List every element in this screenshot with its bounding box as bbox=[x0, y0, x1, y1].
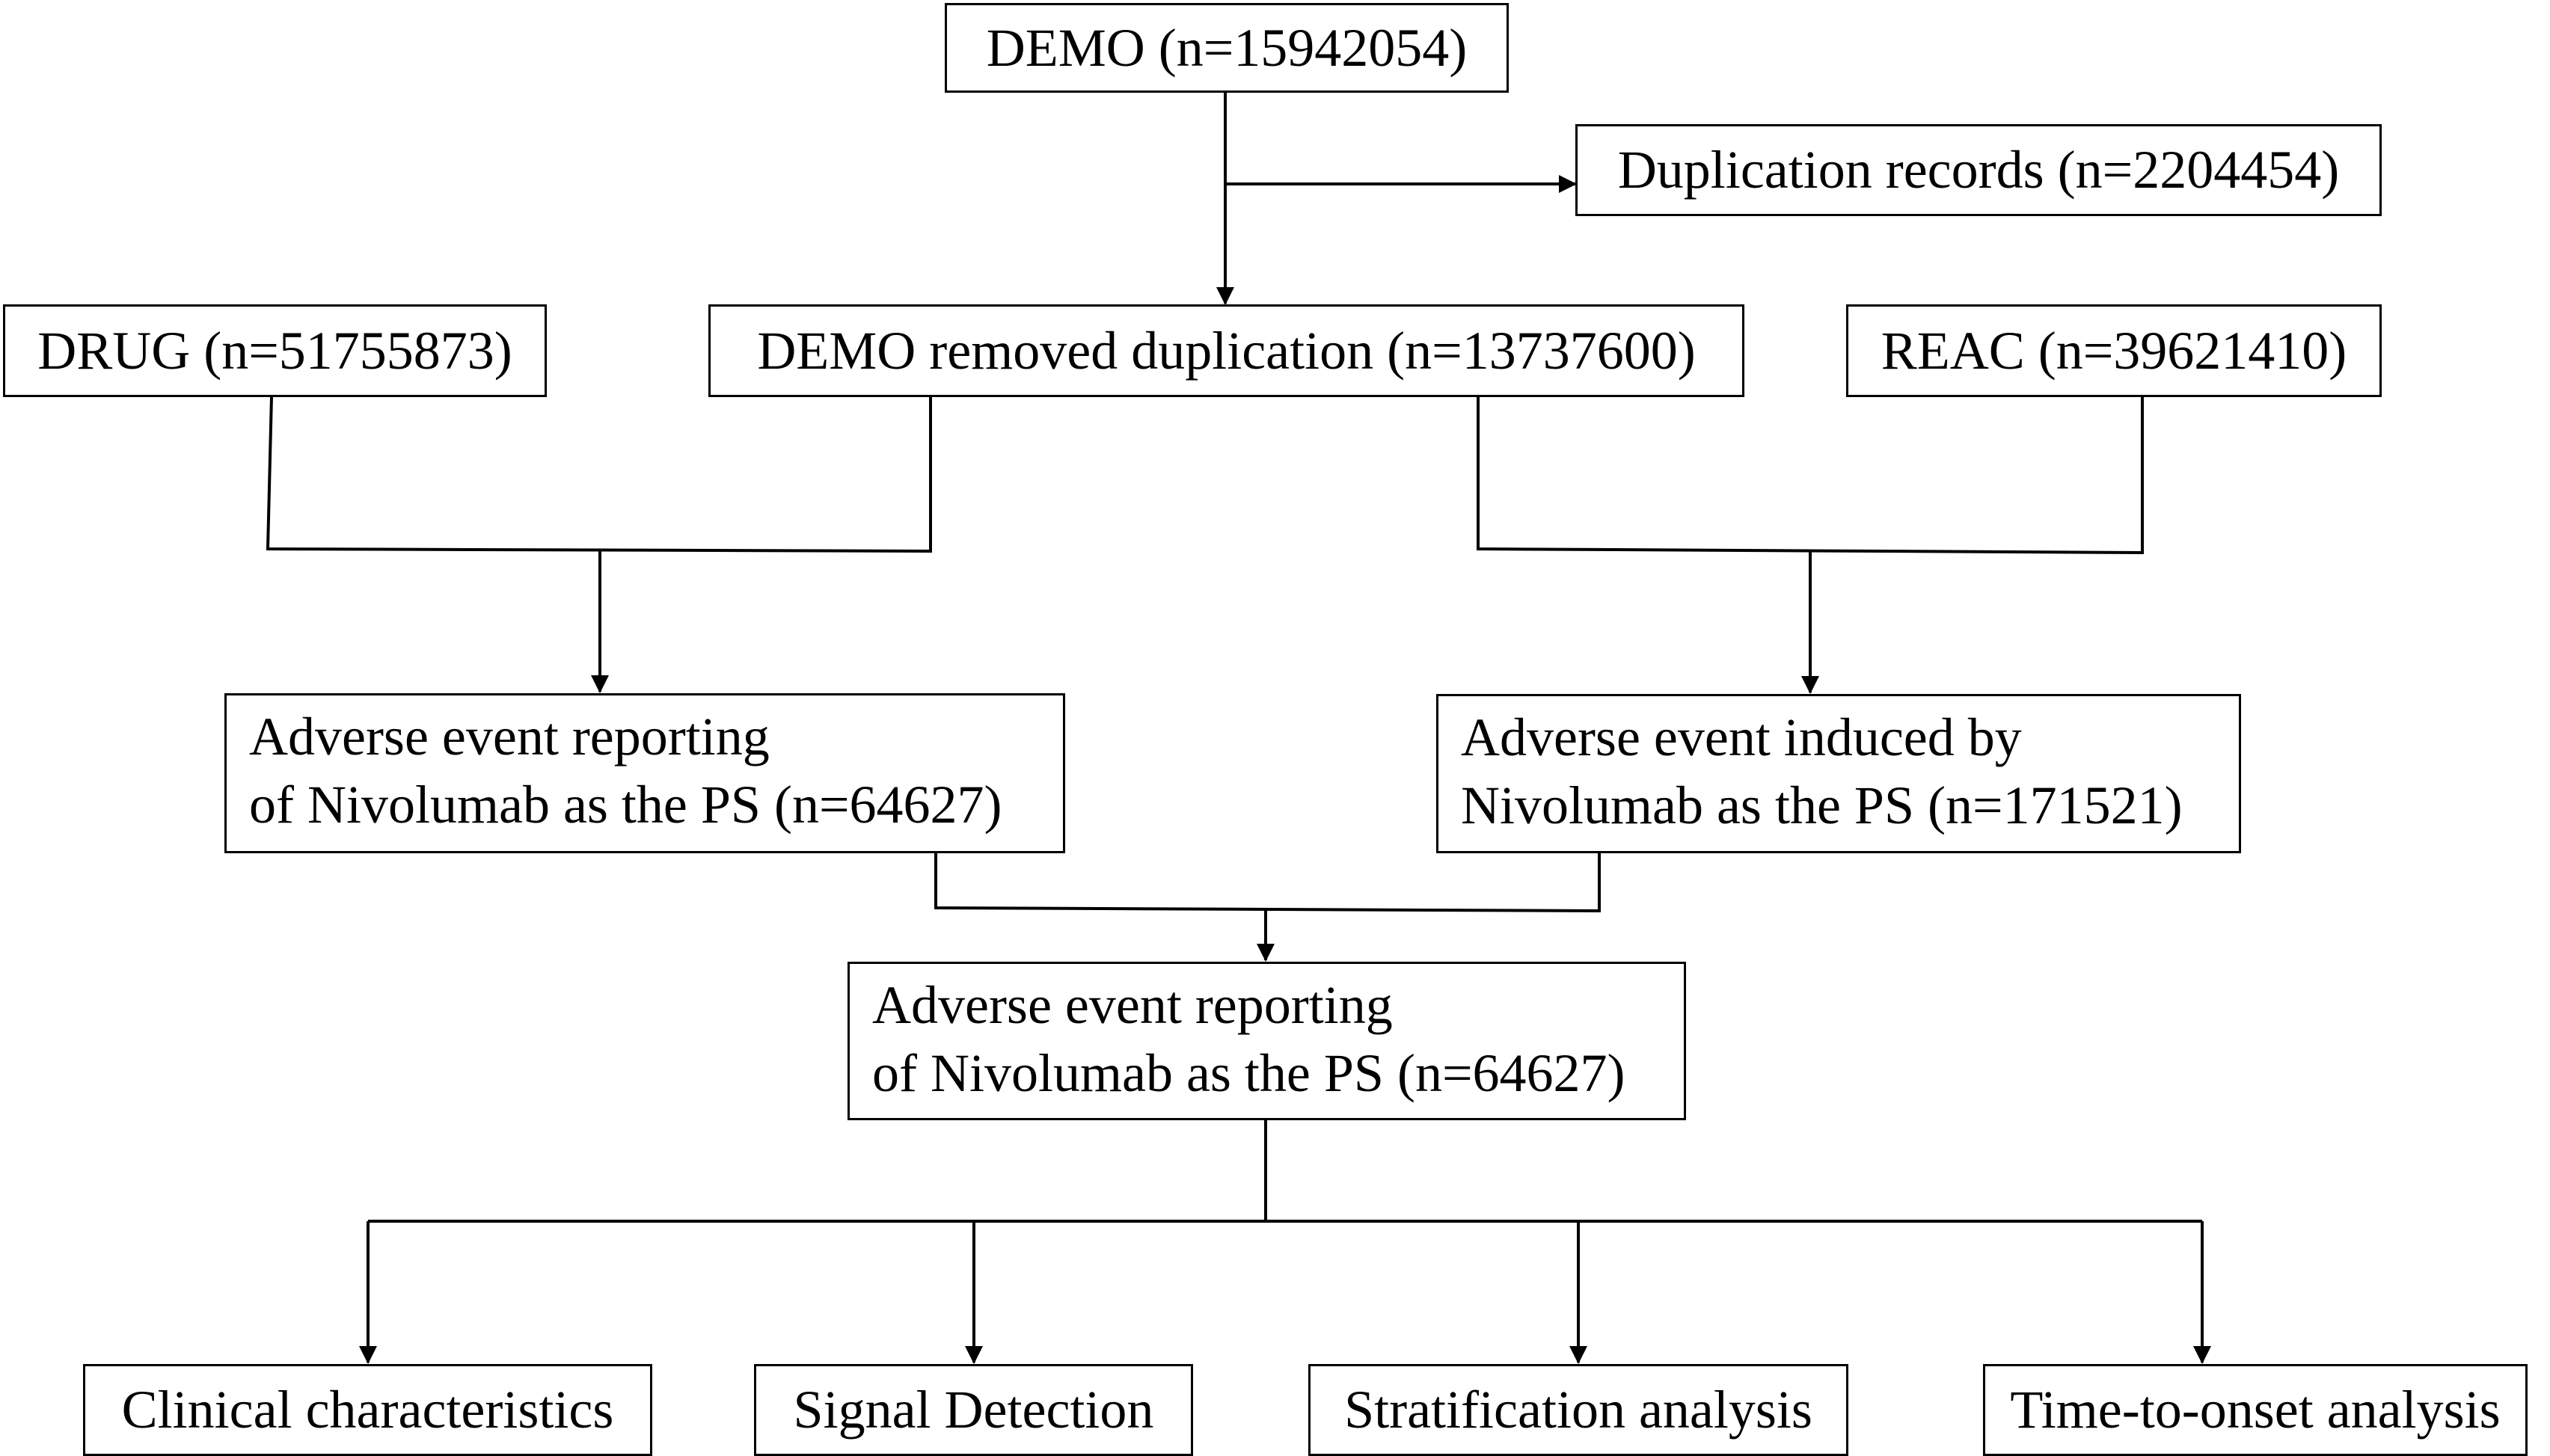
node-ae-induced-line2: Nivolumab as the PS (n=171521) bbox=[1461, 775, 2183, 835]
node-time-to-onset-analysis: Time-to-onset analysis bbox=[1983, 1364, 2528, 1456]
node-demo: DEMO (n=15942054) bbox=[945, 3, 1509, 93]
node-demo-removed-duplication: DEMO removed duplication (n=13737600) bbox=[708, 304, 1744, 397]
connector-drug-merge bbox=[266, 396, 932, 553]
node-ae-induced: Adverse event induced by Nivolumab as th… bbox=[1436, 694, 2241, 853]
node-ae-reporting-left: Adverse event reporting of Nivolumab as … bbox=[224, 693, 1065, 853]
node-ae-induced-line1: Adverse event induced by bbox=[1461, 707, 2022, 767]
node-ae-reporting-left-line2: of Nivolumab as the PS (n=64627) bbox=[249, 775, 1002, 835]
node-ae-reporting-final-line1: Adverse event reporting bbox=[872, 975, 1393, 1035]
node-stratification-analysis: Stratification analysis bbox=[1308, 1364, 1848, 1456]
node-drug: DRUG (n=51755873) bbox=[3, 304, 547, 397]
node-duplication-records: Duplication records (n=2204454) bbox=[1575, 124, 2382, 216]
node-stratification-analysis-label: Stratification analysis bbox=[1344, 1380, 1812, 1440]
node-demo-label: DEMO (n=15942054) bbox=[986, 17, 1468, 78]
node-time-to-onset-analysis-label: Time-to-onset analysis bbox=[2010, 1380, 2501, 1440]
node-ae-reporting-left-line1: Adverse event reporting bbox=[249, 707, 770, 767]
node-demo-removed-label: DEMO removed duplication (n=13737600) bbox=[757, 320, 1696, 381]
connector-reac-merge bbox=[1477, 397, 2144, 555]
node-clinical-characteristics-label: Clinical characteristics bbox=[121, 1380, 614, 1440]
node-ae-reporting-final-line2: of Nivolumab as the PS (n=64627) bbox=[872, 1043, 1625, 1103]
connector-second-merge bbox=[934, 853, 1601, 913]
node-ae-reporting-final: Adverse event reporting of Nivolumab as … bbox=[848, 962, 1686, 1120]
node-signal-detection: Signal Detection bbox=[754, 1364, 1193, 1456]
node-duplication-records-label: Duplication records (n=2204454) bbox=[1617, 140, 2340, 200]
node-drug-label: DRUG (n=51755873) bbox=[37, 320, 512, 381]
node-clinical-characteristics: Clinical characteristics bbox=[83, 1364, 652, 1456]
node-signal-detection-label: Signal Detection bbox=[793, 1380, 1154, 1440]
node-reac-label: REAC (n=39621410) bbox=[1881, 320, 2347, 381]
node-reac: REAC (n=39621410) bbox=[1846, 304, 2382, 397]
